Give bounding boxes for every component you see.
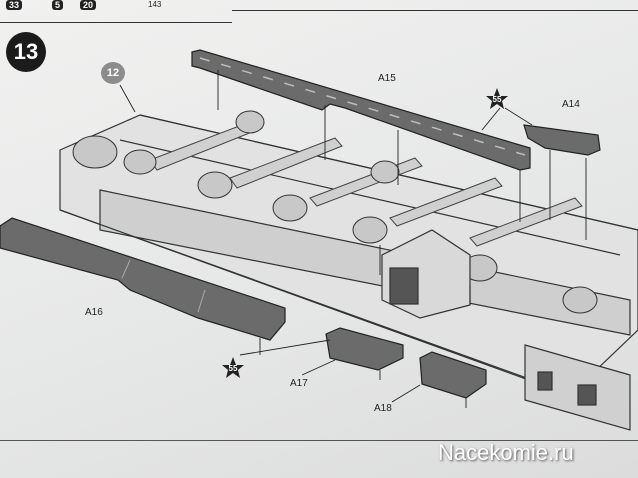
label-a15: A15 — [378, 73, 396, 84]
part-a15-rail — [191, 49, 531, 171]
engine-block — [381, 229, 631, 431]
footer-rule — [0, 440, 638, 441]
label-a17: A17 — [290, 378, 308, 389]
header-badge-3: 20 — [80, 0, 97, 10]
header-rule — [232, 0, 638, 11]
callout-star-bottom: 55 — [220, 357, 246, 379]
header-code: 143 — [148, 0, 162, 9]
callout-star-top: 55 — [484, 88, 510, 110]
assembly-arrows — [119, 70, 587, 408]
header-badge-1: 33 — [6, 0, 23, 10]
label-a14: A14 — [562, 99, 580, 110]
callout-star-top-label: 55 — [492, 94, 502, 104]
label-a18: A18 — [374, 403, 392, 414]
star-icon-bottom — [222, 357, 244, 378]
part-a18 — [419, 351, 487, 399]
part-a16-seams — [121, 259, 206, 313]
wheel-hubs — [72, 110, 598, 314]
step-number-badge: 13 — [6, 32, 46, 72]
part-a17 — [325, 327, 404, 371]
part-a14 — [523, 124, 601, 156]
part-a16 — [0, 217, 286, 341]
star-icon-top — [486, 88, 508, 109]
reference-step-badge: 12 — [101, 62, 125, 84]
callout-star-bottom-label: 55 — [228, 363, 238, 373]
label-a16: A16 — [85, 307, 103, 318]
header-badge-2: 5 — [52, 0, 64, 10]
header-rule-left — [0, 22, 232, 23]
watermark-text: Nacekomie.ru — [438, 440, 574, 465]
